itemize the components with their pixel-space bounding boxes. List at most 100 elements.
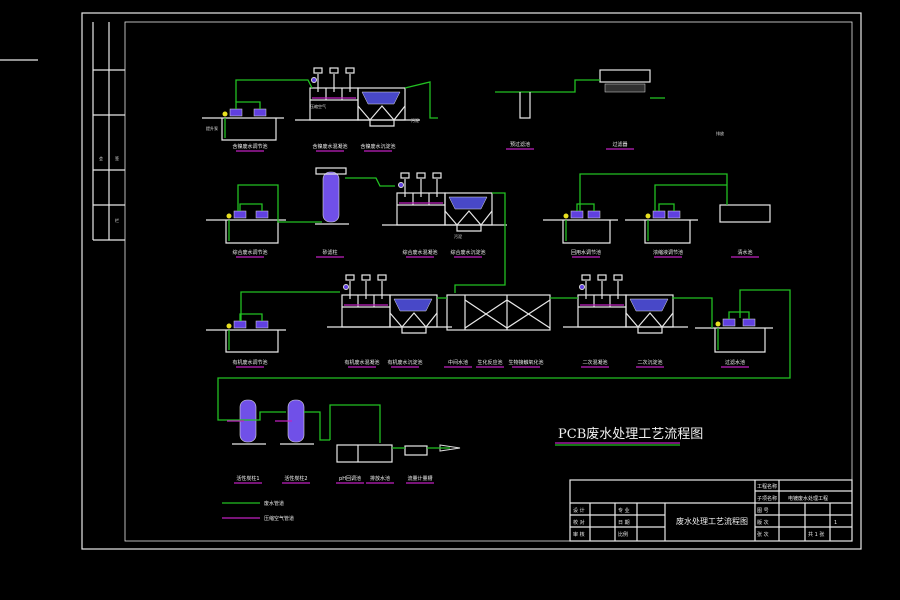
side-strip: 会 签 栏 bbox=[92, 22, 125, 241]
unit-label: pH回调池 bbox=[339, 475, 361, 482]
pipe bbox=[519, 92, 531, 119]
legend-air-label: 压缩空气管道 bbox=[264, 515, 294, 522]
pipe bbox=[217, 289, 791, 421]
pipe bbox=[237, 184, 322, 223]
unit-label: 生化反应池 bbox=[477, 359, 502, 366]
unit-label: 有机废水调节池 bbox=[232, 359, 267, 366]
drawing-title: PCB废水处理工艺流程图 bbox=[558, 426, 703, 442]
annotation: 排放 bbox=[716, 130, 724, 136]
coagulation-tank bbox=[577, 294, 627, 328]
unit-label: 含镍废水调节池 bbox=[232, 143, 267, 150]
pump-icon bbox=[233, 320, 247, 329]
unit-label: 过滤水池 bbox=[725, 359, 745, 366]
svg-text:电镀废水处理工程: 电镀废水处理工程 bbox=[788, 495, 828, 502]
inclined-tube-pack bbox=[393, 298, 433, 312]
level-sensor-icon bbox=[226, 323, 232, 329]
pump-icon bbox=[229, 108, 243, 117]
pipe bbox=[576, 203, 595, 211]
dosing-tank bbox=[597, 274, 607, 281]
ph-meter-icon bbox=[311, 77, 317, 83]
pipelines bbox=[217, 79, 791, 449]
inclined-tube-pack bbox=[361, 91, 401, 105]
inclined-tube-pack bbox=[448, 196, 488, 210]
side-strip-text: 会 bbox=[99, 155, 103, 161]
side-strip-text: 签 bbox=[115, 155, 119, 161]
unit-label: 活性炭柱1 bbox=[236, 475, 259, 482]
unit-label: 回用水调节池 bbox=[571, 249, 601, 256]
sludge-hopper bbox=[389, 312, 438, 328]
legend-water-label: 废水管道 bbox=[264, 500, 284, 507]
svg-text:专 业: 专 业 bbox=[618, 507, 630, 514]
regulating-tank bbox=[714, 328, 766, 353]
pipe bbox=[728, 311, 750, 319]
regulating-tank bbox=[644, 220, 691, 244]
filter-body bbox=[604, 83, 646, 93]
column-cap bbox=[315, 167, 347, 175]
unit-label: 流量计量槽 bbox=[407, 475, 432, 482]
dosing-tank bbox=[345, 274, 355, 281]
pipe bbox=[329, 404, 381, 443]
pipe bbox=[454, 192, 506, 293]
regulating-tank bbox=[221, 118, 277, 141]
svg-text:1: 1 bbox=[834, 520, 837, 526]
svg-text:版 次: 版 次 bbox=[757, 519, 769, 526]
pump-icon bbox=[587, 210, 601, 219]
pipe bbox=[672, 297, 713, 328]
dosing-tank bbox=[581, 274, 591, 281]
flow-meter-channel bbox=[404, 445, 428, 456]
unit-label: 二次混凝池 bbox=[582, 359, 607, 366]
biochemical-tank bbox=[446, 294, 551, 331]
inclined-tube-pack bbox=[629, 298, 669, 312]
sludge-hopper bbox=[357, 105, 406, 121]
dosing-tank bbox=[313, 67, 323, 74]
svg-text:子项名称: 子项名称 bbox=[757, 495, 777, 502]
pipe bbox=[654, 184, 727, 211]
pump-icon bbox=[722, 318, 736, 327]
dosing-tank bbox=[613, 274, 623, 281]
dosing-tank bbox=[432, 172, 442, 179]
pump-icon bbox=[667, 210, 681, 219]
coagulation-tank bbox=[341, 294, 391, 328]
filter-column bbox=[322, 171, 340, 223]
svg-text:日 期: 日 期 bbox=[618, 520, 630, 526]
pipe bbox=[579, 173, 728, 211]
unit-label: 预过滤池 bbox=[510, 141, 530, 148]
unit-label: 清水池 bbox=[737, 249, 752, 256]
drawing-border-inner bbox=[124, 21, 853, 542]
ph-meter-icon bbox=[579, 284, 585, 290]
regulating-tank bbox=[225, 330, 279, 353]
pipe bbox=[495, 79, 600, 93]
title-block: 设 计 校 对 审 核 专 业 日 期 比例 废水处理工艺流程图 工程名称 子项… bbox=[569, 479, 853, 542]
level-sensor-icon bbox=[222, 111, 228, 117]
coagulation-tank bbox=[396, 192, 446, 226]
unit-label: 浓缩液调节池 bbox=[653, 249, 683, 256]
drawing-border-outer bbox=[81, 12, 862, 550]
process-equipment bbox=[202, 67, 773, 463]
svg-text:张 次: 张 次 bbox=[757, 531, 769, 538]
pipe bbox=[658, 203, 675, 211]
ph-meter-icon bbox=[398, 182, 404, 188]
dosing-tank bbox=[400, 172, 410, 179]
unit-label: 综合废水混凝池 bbox=[402, 249, 437, 256]
sludge-pipe bbox=[401, 327, 427, 334]
pump-icon bbox=[742, 318, 756, 327]
side-strip-text: 栏 bbox=[115, 217, 119, 223]
pipe bbox=[235, 79, 313, 102]
pipe bbox=[235, 101, 261, 109]
pump-icon bbox=[255, 320, 269, 329]
annotation: 污泥 bbox=[411, 117, 419, 123]
svg-text:比例: 比例 bbox=[618, 531, 628, 538]
unit-label: 综合废水沉淀池 bbox=[450, 249, 485, 256]
regulating-tank bbox=[225, 220, 279, 244]
unit-label: 排放水池 bbox=[370, 475, 390, 482]
dosing-tank bbox=[361, 274, 371, 281]
dosing-tank bbox=[345, 67, 355, 74]
sludge-hopper bbox=[444, 210, 493, 226]
unit-label: 含镍废水沉淀池 bbox=[360, 143, 395, 150]
dosing-tank bbox=[377, 274, 387, 281]
unit-label: 过滤器 bbox=[612, 141, 627, 148]
title-block-drawing-name: 废水处理工艺流程图 bbox=[676, 516, 748, 526]
pump-icon bbox=[255, 210, 269, 219]
level-sensor-icon bbox=[563, 213, 569, 219]
unit-labels: 含镍废水调节池含镍废水混凝池含镍废水沉淀池预过滤池过滤器综合废水调节池砂滤柱综合… bbox=[206, 103, 759, 484]
